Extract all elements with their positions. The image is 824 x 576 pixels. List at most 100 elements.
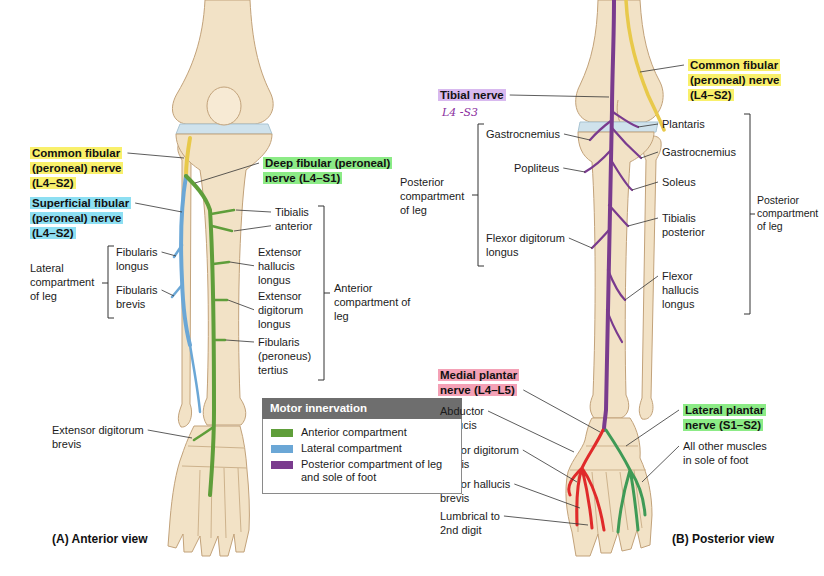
leader-line bbox=[162, 290, 174, 296]
deep-fibular-branches bbox=[194, 210, 234, 440]
compartment-label: Posterior compartment of leg bbox=[757, 194, 822, 233]
fibula bbox=[639, 136, 661, 419]
posterior-bones bbox=[566, 0, 663, 556]
common-fibular-nerve bbox=[626, 0, 664, 130]
femur bbox=[172, 0, 273, 124]
leader-line bbox=[236, 210, 271, 212]
leader-line bbox=[564, 134, 590, 140]
legend-title: Motor innervation bbox=[262, 398, 462, 419]
superficial-fibular-branches bbox=[172, 245, 200, 412]
leader-line bbox=[127, 153, 184, 158]
legend-entry: Anterior compartment bbox=[271, 426, 453, 440]
common-fibular-nerve bbox=[186, 138, 190, 176]
leader-line bbox=[569, 238, 592, 248]
leader-line bbox=[626, 410, 679, 446]
muscle-label: Flexor digitorum longus bbox=[486, 232, 576, 260]
leader-line bbox=[563, 168, 585, 172]
nerve-name: Common fibular (peroneal) nerve (L4–S2) bbox=[688, 59, 781, 101]
leader-line bbox=[135, 203, 182, 212]
leader-line bbox=[642, 446, 679, 482]
leader-line bbox=[632, 182, 658, 190]
legend-title-text: Motor innervation bbox=[270, 402, 367, 414]
deep-fibular-nerve bbox=[186, 176, 214, 495]
legend-entry: Lateral compartment bbox=[271, 442, 453, 456]
leader-line bbox=[228, 300, 254, 310]
leader-line bbox=[195, 163, 259, 183]
leader-line bbox=[641, 152, 658, 158]
leader-line bbox=[226, 340, 254, 342]
nerve-name: Common fibular (peroneal) nerve (L4–S2) bbox=[30, 147, 123, 189]
muscle-label: Plantaris bbox=[662, 118, 742, 132]
leader-line bbox=[514, 484, 580, 508]
tibia bbox=[578, 132, 654, 418]
nerve-name: Medial plantar nerve (L4–L5) bbox=[438, 369, 519, 396]
muscle-label: Soleus bbox=[662, 176, 742, 190]
legend-box: Anterior compartmentLateral compartmentP… bbox=[262, 419, 462, 494]
bracket bbox=[318, 206, 330, 380]
muscle-label: Fibularis (peroneus) tertius bbox=[258, 336, 316, 377]
leader-line bbox=[638, 124, 658, 127]
leader-line bbox=[523, 390, 600, 432]
bracket bbox=[472, 124, 484, 266]
superficial-fibular-nerve bbox=[181, 176, 190, 345]
nerve-label: Lateral plantar nerve (S1–S2) bbox=[683, 403, 788, 433]
nerve-name: Lateral plantar nerve (S1–S2) bbox=[683, 404, 766, 431]
muscle-label: Extensor digitorum longus bbox=[258, 290, 313, 331]
muscle-label: Fibularis longus bbox=[116, 246, 171, 274]
leader-line bbox=[510, 95, 609, 97]
muscle-label: Fibularis brevis bbox=[116, 284, 171, 312]
muscle-label: Gastrocnemius bbox=[486, 128, 576, 142]
leader-line bbox=[625, 276, 658, 300]
posterior-nerves bbox=[569, 0, 664, 532]
muscle-label: Lumbrical to 2nd digit bbox=[440, 510, 515, 538]
muscle-label: Popliteus bbox=[514, 162, 574, 176]
leader-line bbox=[628, 218, 658, 226]
condyle-notch bbox=[617, 100, 620, 122]
view-caption: (A) Anterior view bbox=[52, 532, 192, 547]
leader-line bbox=[234, 226, 271, 231]
muscle-label: Tibialis anterior bbox=[275, 206, 337, 234]
muscle-label: Gastrocnemius bbox=[662, 146, 746, 160]
patella bbox=[207, 87, 241, 125]
nerve-label: Superficial fibular (peroneal) nerve (L4… bbox=[30, 196, 142, 241]
nerve-name: Superficial fibular (peroneal) nerve (L4… bbox=[30, 197, 131, 239]
muscle-label: Tibialis posterior bbox=[662, 212, 718, 240]
knee-cartilage bbox=[578, 122, 658, 132]
leader-line bbox=[162, 252, 176, 256]
muscle-label: Flexor hallucis longus bbox=[662, 270, 718, 311]
femur bbox=[576, 0, 663, 122]
nerve-label: Common fibular (peroneal) nerve (L4–S2) bbox=[30, 146, 130, 191]
compartment-label: Posterior compartment of leg bbox=[400, 176, 472, 217]
segment-note: L4 -S3 bbox=[442, 106, 502, 120]
foot-joints bbox=[182, 446, 247, 538]
compartment-label: Lateral compartment of leg bbox=[30, 262, 100, 303]
tibial-nerve bbox=[604, 0, 614, 430]
nerve-label: Tibial nerve bbox=[438, 88, 548, 103]
legend-swatch bbox=[271, 445, 293, 453]
leader-line bbox=[504, 516, 588, 525]
brackets bbox=[102, 114, 755, 380]
view-caption: (B) Posterior view bbox=[672, 532, 812, 547]
nerve-name: Deep fibular (peroneal) nerve (L4–S1) bbox=[263, 157, 392, 184]
legend-text: Anterior compartment bbox=[301, 426, 407, 440]
leader-line bbox=[640, 65, 684, 72]
tibial-branches bbox=[585, 112, 641, 342]
leader-line bbox=[148, 430, 192, 438]
nerve-label: Deep fibular (peroneal) nerve (L4–S1) bbox=[263, 156, 413, 186]
anterior-bones bbox=[168, 0, 273, 556]
nerve-label: Common fibular (peroneal) nerve (L4–S2) bbox=[688, 58, 788, 103]
bracket bbox=[102, 246, 114, 318]
legend-text: Lateral compartment bbox=[301, 442, 402, 456]
compartment-label: Anterior compartment of leg bbox=[334, 282, 414, 323]
bracket bbox=[744, 114, 755, 314]
legend-entry: Posterior compartment of leg and sole of… bbox=[271, 458, 453, 486]
foot-bones bbox=[566, 418, 652, 556]
nerve-name: Tibial nerve bbox=[438, 89, 506, 101]
anterior-nerves bbox=[172, 138, 234, 495]
leader-line bbox=[523, 450, 577, 482]
legend-swatch bbox=[271, 461, 293, 469]
nerve-label: Medial plantar nerve (L4–L5) bbox=[438, 368, 538, 398]
muscle-label: All other muscles in sole of foot bbox=[683, 440, 775, 468]
leader-line bbox=[230, 262, 254, 266]
